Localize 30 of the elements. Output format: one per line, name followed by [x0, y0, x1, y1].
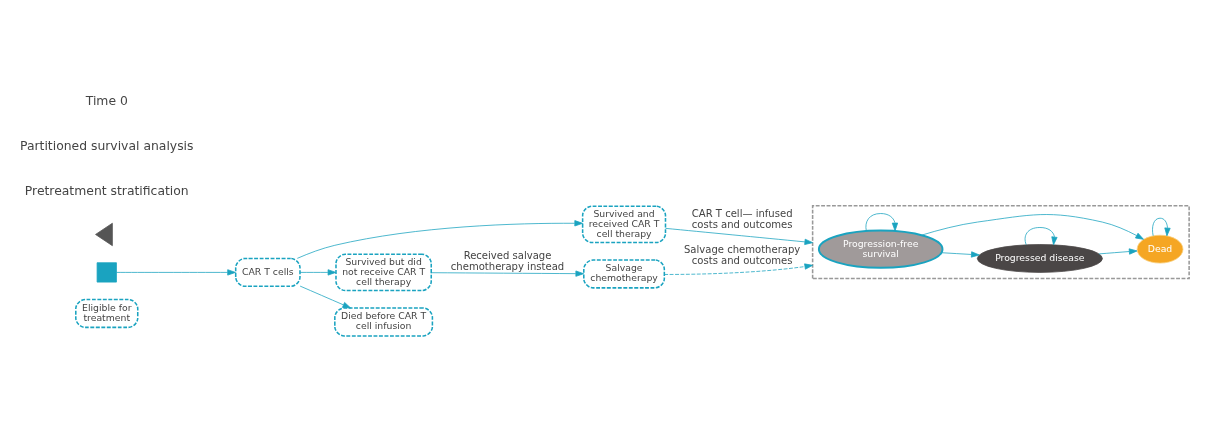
arrow: [116, 269, 236, 276]
node-box: CAR T cells: [234, 257, 301, 288]
edge-label: Received salvage chemotherapy instead: [450, 249, 565, 272]
node-box: Survived and received CAR T cell therapy: [581, 205, 667, 244]
node-box: Died before CAR T cell infusion: [334, 307, 434, 337]
arrow: [299, 285, 351, 309]
arrow: [921, 214, 1144, 240]
arrow: [299, 269, 337, 276]
node-triangle: [95, 222, 113, 247]
arrow: [941, 251, 980, 258]
node-box: [96, 262, 117, 283]
node-ellipse: Progression-free survival: [817, 229, 944, 269]
edge-label: CAR T cell— infused costs and outcomes: [691, 207, 793, 230]
arrow: [664, 263, 813, 275]
label: Partitioned survival analysis: [20, 137, 194, 153]
arrow: [1152, 217, 1171, 237]
arrow: [1098, 248, 1138, 255]
node-box: Salvage chemotherapy: [583, 259, 666, 289]
node-ellipse: Progressed disease: [976, 244, 1103, 273]
node-box: Survived but did not receive CAR T cell therapy: [335, 253, 432, 292]
edge-label: Salvage chemotherapy costs and outcomes: [684, 244, 801, 267]
label: Time 0: [85, 92, 128, 108]
arrow: [865, 213, 899, 232]
cluster: [811, 205, 1190, 280]
arrow: [1024, 227, 1058, 246]
arrow: [665, 227, 813, 245]
node-box: Eligible for treatment: [75, 298, 139, 329]
label: Pretreatment stratification: [24, 182, 189, 198]
arrow: [296, 220, 583, 259]
arrow: [430, 270, 584, 277]
